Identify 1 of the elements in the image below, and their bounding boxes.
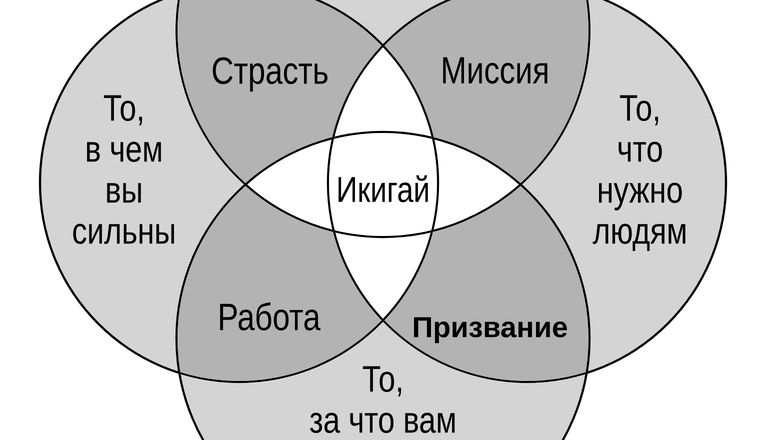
overlap-region: Икигай [329, 133, 437, 236]
